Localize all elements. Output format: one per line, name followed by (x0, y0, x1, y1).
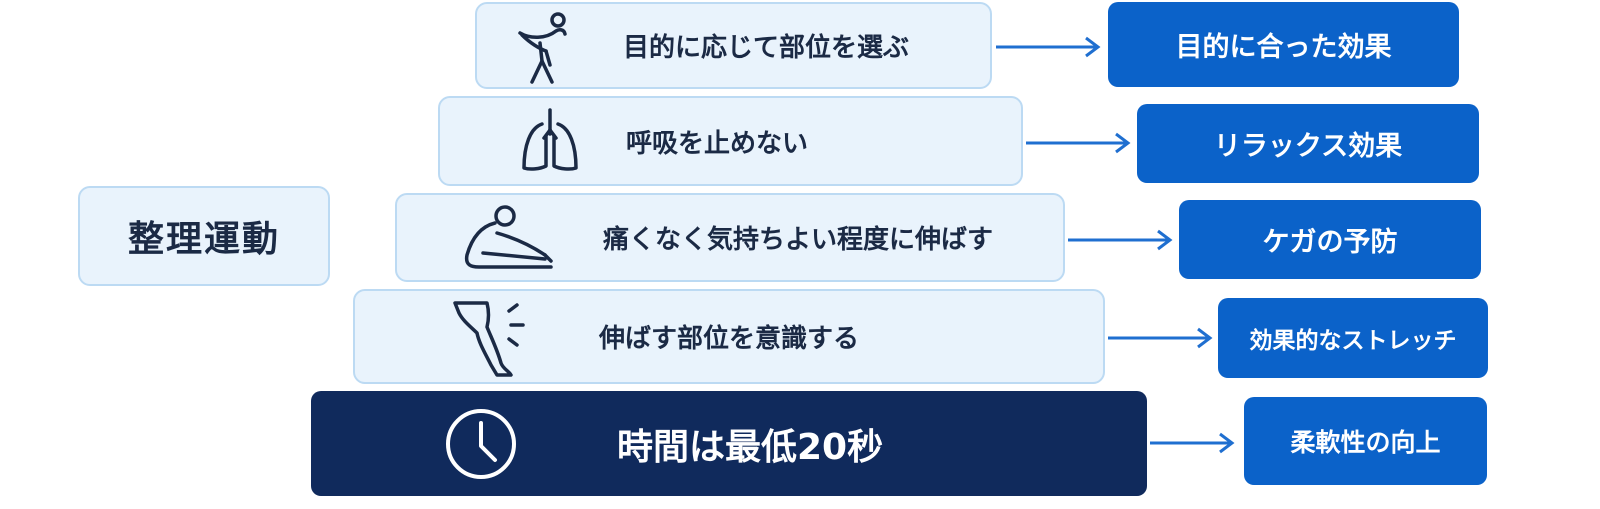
step-label: 伸ばす部位を意識する (599, 324, 860, 354)
step-label: 呼吸を止めない (626, 128, 809, 159)
main-topic-box: 整理運動 (78, 186, 330, 286)
step-label: 痛くなく気持ちよい程度に伸ばす (603, 225, 994, 255)
effect-label: 効果的なストレッチ (1249, 328, 1457, 354)
effect-box: リラックス効果 (1137, 104, 1479, 183)
step-label: 時間は最低20秒 (617, 426, 884, 468)
effect-box: 効果的なストレッチ (1218, 298, 1488, 378)
leg-icon (451, 297, 531, 377)
effect-label: リラックス効果 (1213, 131, 1403, 162)
arrow-step-3 (1068, 229, 1173, 251)
step-comfortable-stretch: 痛くなく気持ちよい程度に伸ばす (395, 193, 1065, 282)
clock-icon (445, 408, 517, 480)
step-label: 目的に応じて部位を選ぶ (623, 33, 910, 63)
effect-label: ケガの予防 (1262, 227, 1398, 258)
effect-label: 目的に合った効果 (1175, 32, 1392, 63)
step-minimum-20-seconds: 時間は最低20秒 (311, 391, 1147, 496)
step-select-body-part: 目的に応じて部位を選ぶ (475, 2, 992, 89)
effect-box: 目的に合った効果 (1108, 2, 1459, 87)
seated-stretch-icon (457, 203, 557, 273)
arrow-step-2 (1026, 132, 1131, 154)
main-topic-label: 整理運動 (127, 219, 280, 260)
arrow-step-1 (996, 36, 1101, 58)
step-keep-breathing: 呼吸を止めない (438, 96, 1023, 186)
step-be-aware-of-body-part: 伸ばす部位を意識する (353, 289, 1105, 384)
arrow-step-5 (1150, 432, 1235, 454)
lungs-icon (520, 106, 580, 176)
stretching-person-icon (512, 7, 574, 85)
effect-box: ケガの予防 (1179, 200, 1481, 279)
arrow-step-4 (1108, 327, 1213, 349)
effect-label: 柔軟性の向上 (1290, 428, 1441, 457)
effect-box: 柔軟性の向上 (1244, 397, 1487, 485)
